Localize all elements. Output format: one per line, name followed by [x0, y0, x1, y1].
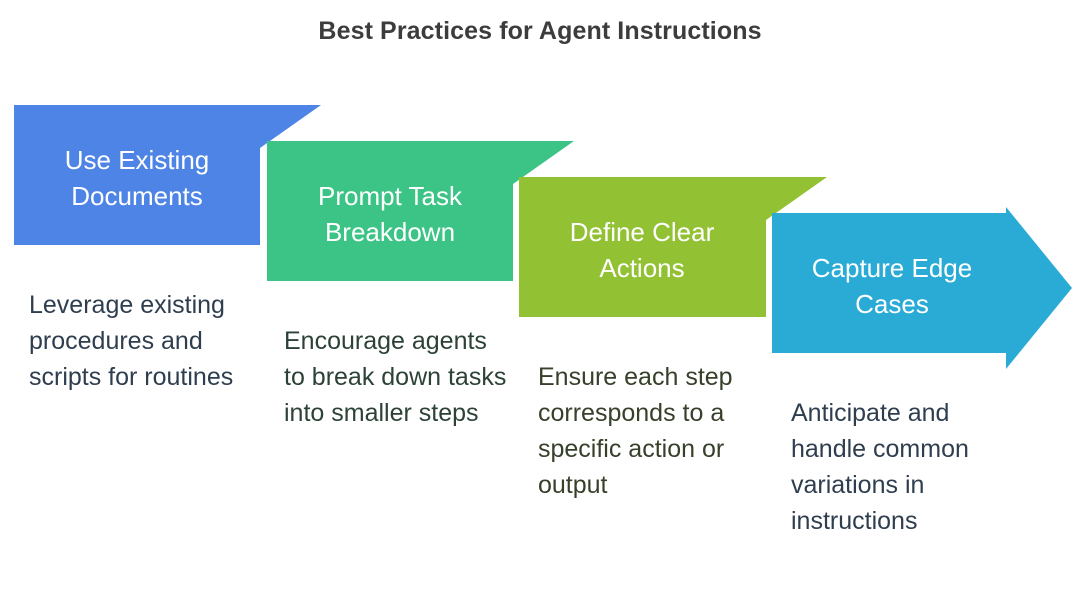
step-description-4: Anticipate and handle common variations … — [791, 399, 969, 535]
chevron-shape-step-1[interactable] — [14, 105, 321, 245]
step-description-3: Ensure each step corresponds to a specif… — [538, 363, 733, 499]
page-title: Best Practices for Agent Instructions — [318, 17, 762, 45]
chevron-shape-step-3[interactable] — [519, 177, 827, 317]
chevron-shape-step-2[interactable] — [267, 141, 574, 281]
step-description-2: Encourage agents to break down tasks int… — [284, 327, 507, 427]
chevron-shape-step-4-arrow[interactable] — [772, 207, 1072, 369]
step-description-1: Leverage existing procedures and scripts… — [29, 291, 234, 391]
